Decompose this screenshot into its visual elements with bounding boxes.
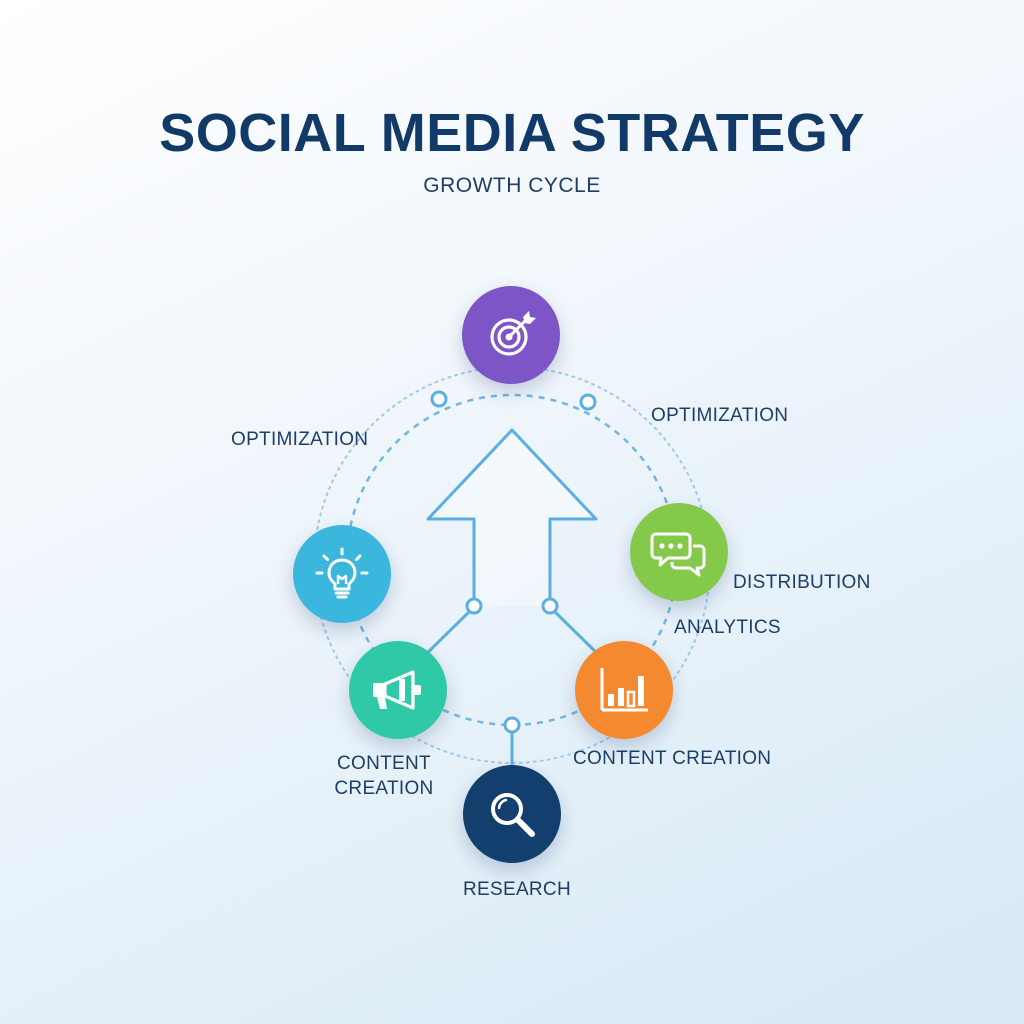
label-content-creation-left-line2: CREATION: [334, 778, 434, 799]
engagement-node: [630, 503, 728, 601]
label-distribution: DISTRIBUTION: [733, 572, 871, 593]
chat-bubbles-icon: [650, 532, 706, 577]
page-subtitle: GROWTH CYCLE: [423, 174, 601, 197]
goal-node: [462, 286, 560, 384]
label-research: RESEARCH: [463, 879, 571, 900]
connector-dot: [541, 597, 559, 615]
promotion-node: [349, 641, 447, 739]
research-node: [463, 765, 561, 863]
ideas-node: [293, 525, 391, 623]
growth-arrow: [426, 428, 598, 606]
megaphone-icon: [373, 670, 421, 710]
lightbulb-icon: [315, 547, 369, 599]
analytics-node: [575, 641, 673, 739]
connector-dot: [503, 716, 521, 734]
label-optimization-right: OPTIMIZATION: [651, 405, 789, 426]
target-icon: [490, 311, 536, 356]
magnifier-icon: [491, 793, 535, 837]
label-content-creation-right: CONTENT CREATION: [573, 748, 772, 769]
label-optimization-left: OPTIMIZATION: [231, 429, 369, 450]
bar-chart-icon: [600, 668, 648, 712]
page-title: SOCIAL MEDIA STRATEGY: [159, 103, 865, 163]
label-content-creation-left-line1: CONTENT: [337, 753, 431, 774]
ring-dot: [430, 390, 448, 408]
label-content-creation-left: CONTENT CREATION: [334, 751, 434, 801]
ring-dot: [579, 393, 597, 411]
label-analytics: ANALYTICS: [674, 617, 781, 638]
connector-dot: [465, 597, 483, 615]
